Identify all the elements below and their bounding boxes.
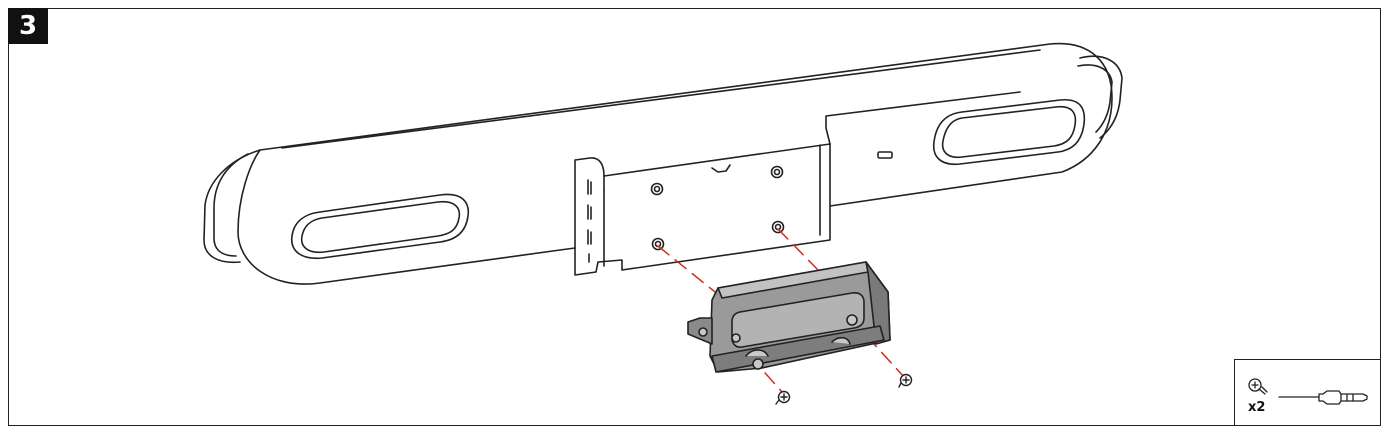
screw-quantity: x2 [1248,400,1266,415]
mounting-bracket [687,261,891,373]
step-number-badge: 3 [8,8,48,44]
screw-icon [775,373,913,405]
panel-screw-holes [650,165,785,251]
soundbar-device [203,42,1123,285]
parts-tools-panel: x2 [1234,359,1381,426]
screw-icon [1248,378,1268,395]
screwdriver-icon [1278,390,1368,405]
step-frame [8,8,1381,426]
